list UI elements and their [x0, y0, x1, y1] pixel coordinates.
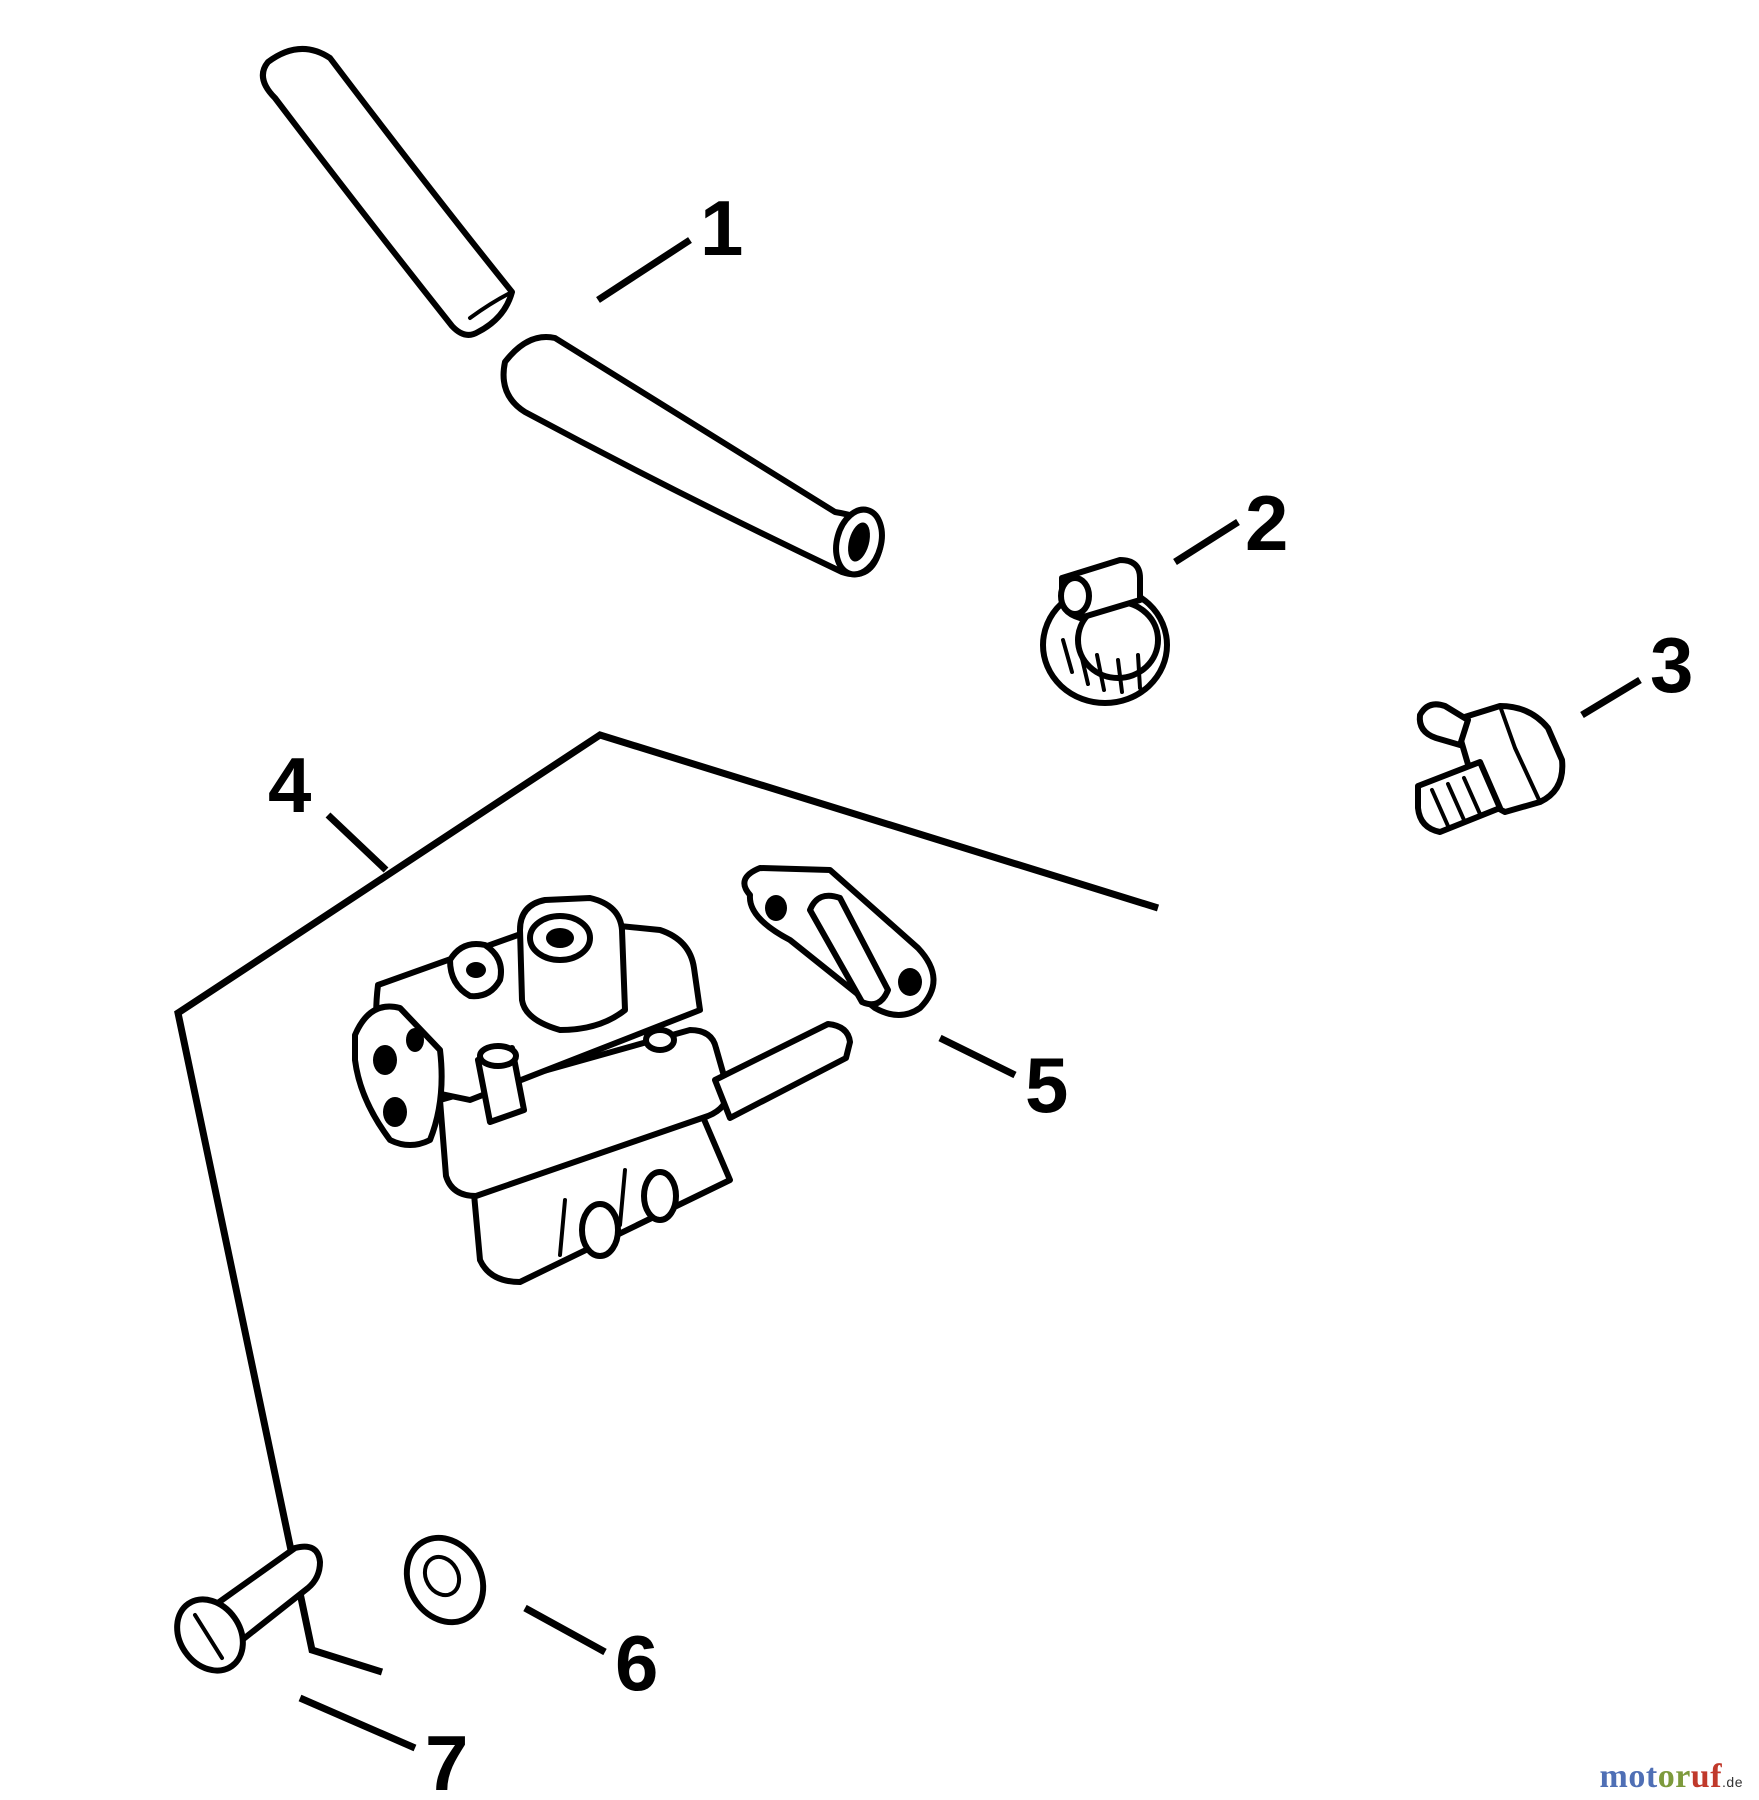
watermark-part-b: or [1657, 1758, 1691, 1795]
callout-5: 5 [1025, 1041, 1068, 1129]
washer[interactable] [392, 1524, 498, 1636]
elbow-fitting-thread-lines [1430, 776, 1482, 828]
leader-1 [596, 237, 692, 303]
fuel-pump-cover-screw [643, 1027, 677, 1053]
elbow-fitting-hex-edge [1498, 704, 1542, 804]
pump-gasket[interactable] [741, 865, 937, 1018]
callout-6: 6 [615, 1619, 658, 1707]
leader-5 [938, 1034, 1017, 1079]
fuel-pump-assembly[interactable] [174, 731, 1160, 1676]
callout-3: 3 [1650, 621, 1693, 709]
fuel-hose[interactable] [259, 45, 889, 580]
callout-7: 7 [425, 1719, 468, 1800]
elbow-fitting[interactable] [1415, 701, 1566, 835]
washer-inner [422, 1554, 462, 1598]
leader-7 [298, 1694, 417, 1752]
leader-2 [1173, 519, 1240, 565]
fuel-hose-bore [848, 522, 870, 562]
mounting-screw[interactable] [164, 1543, 323, 1684]
pump-gasket-hole-left [765, 895, 787, 921]
fuel-hose-lower-segment [500, 334, 884, 578]
site-watermark: motoruf.de [1600, 1758, 1743, 1796]
fuel-pump-bracket-outline [174, 731, 1160, 1676]
mounting-screw-head [174, 1596, 246, 1674]
hose-clamp-screw-head [1058, 575, 1092, 617]
fuel-hose-upper-cut [468, 290, 514, 320]
fuel-pump [352, 895, 853, 1285]
elbow-fitting-barb [1416, 701, 1471, 748]
callout-1: 1 [700, 184, 743, 272]
leader-4 [325, 812, 389, 873]
callout-numbers: 1 2 3 4 5 6 7 [268, 184, 1693, 1800]
leader-3 [1580, 677, 1642, 718]
pump-gasket-hole-right [898, 968, 922, 996]
leader-6 [523, 1604, 607, 1656]
watermark-suffix: .de [1722, 1774, 1743, 1790]
hose-clamp[interactable] [1040, 557, 1170, 706]
washer-outer [403, 1534, 487, 1626]
watermark-part-c: uf [1690, 1758, 1723, 1795]
hose-clamp-slots [1061, 638, 1142, 694]
callout-2: 2 [1245, 479, 1288, 567]
watermark-part-a: mot [1599, 1758, 1658, 1795]
mounting-screw-shank [212, 1543, 323, 1651]
mounting-screw-slot [193, 1613, 224, 1660]
elbow-fitting-thread [1415, 759, 1503, 835]
pump-gasket-center-slot [807, 892, 891, 1008]
fuel-hose-upper-segment [259, 45, 515, 338]
callout-4: 4 [268, 741, 311, 829]
fuel-pump-lever [712, 1021, 853, 1121]
callout-leaders [298, 237, 1642, 1752]
